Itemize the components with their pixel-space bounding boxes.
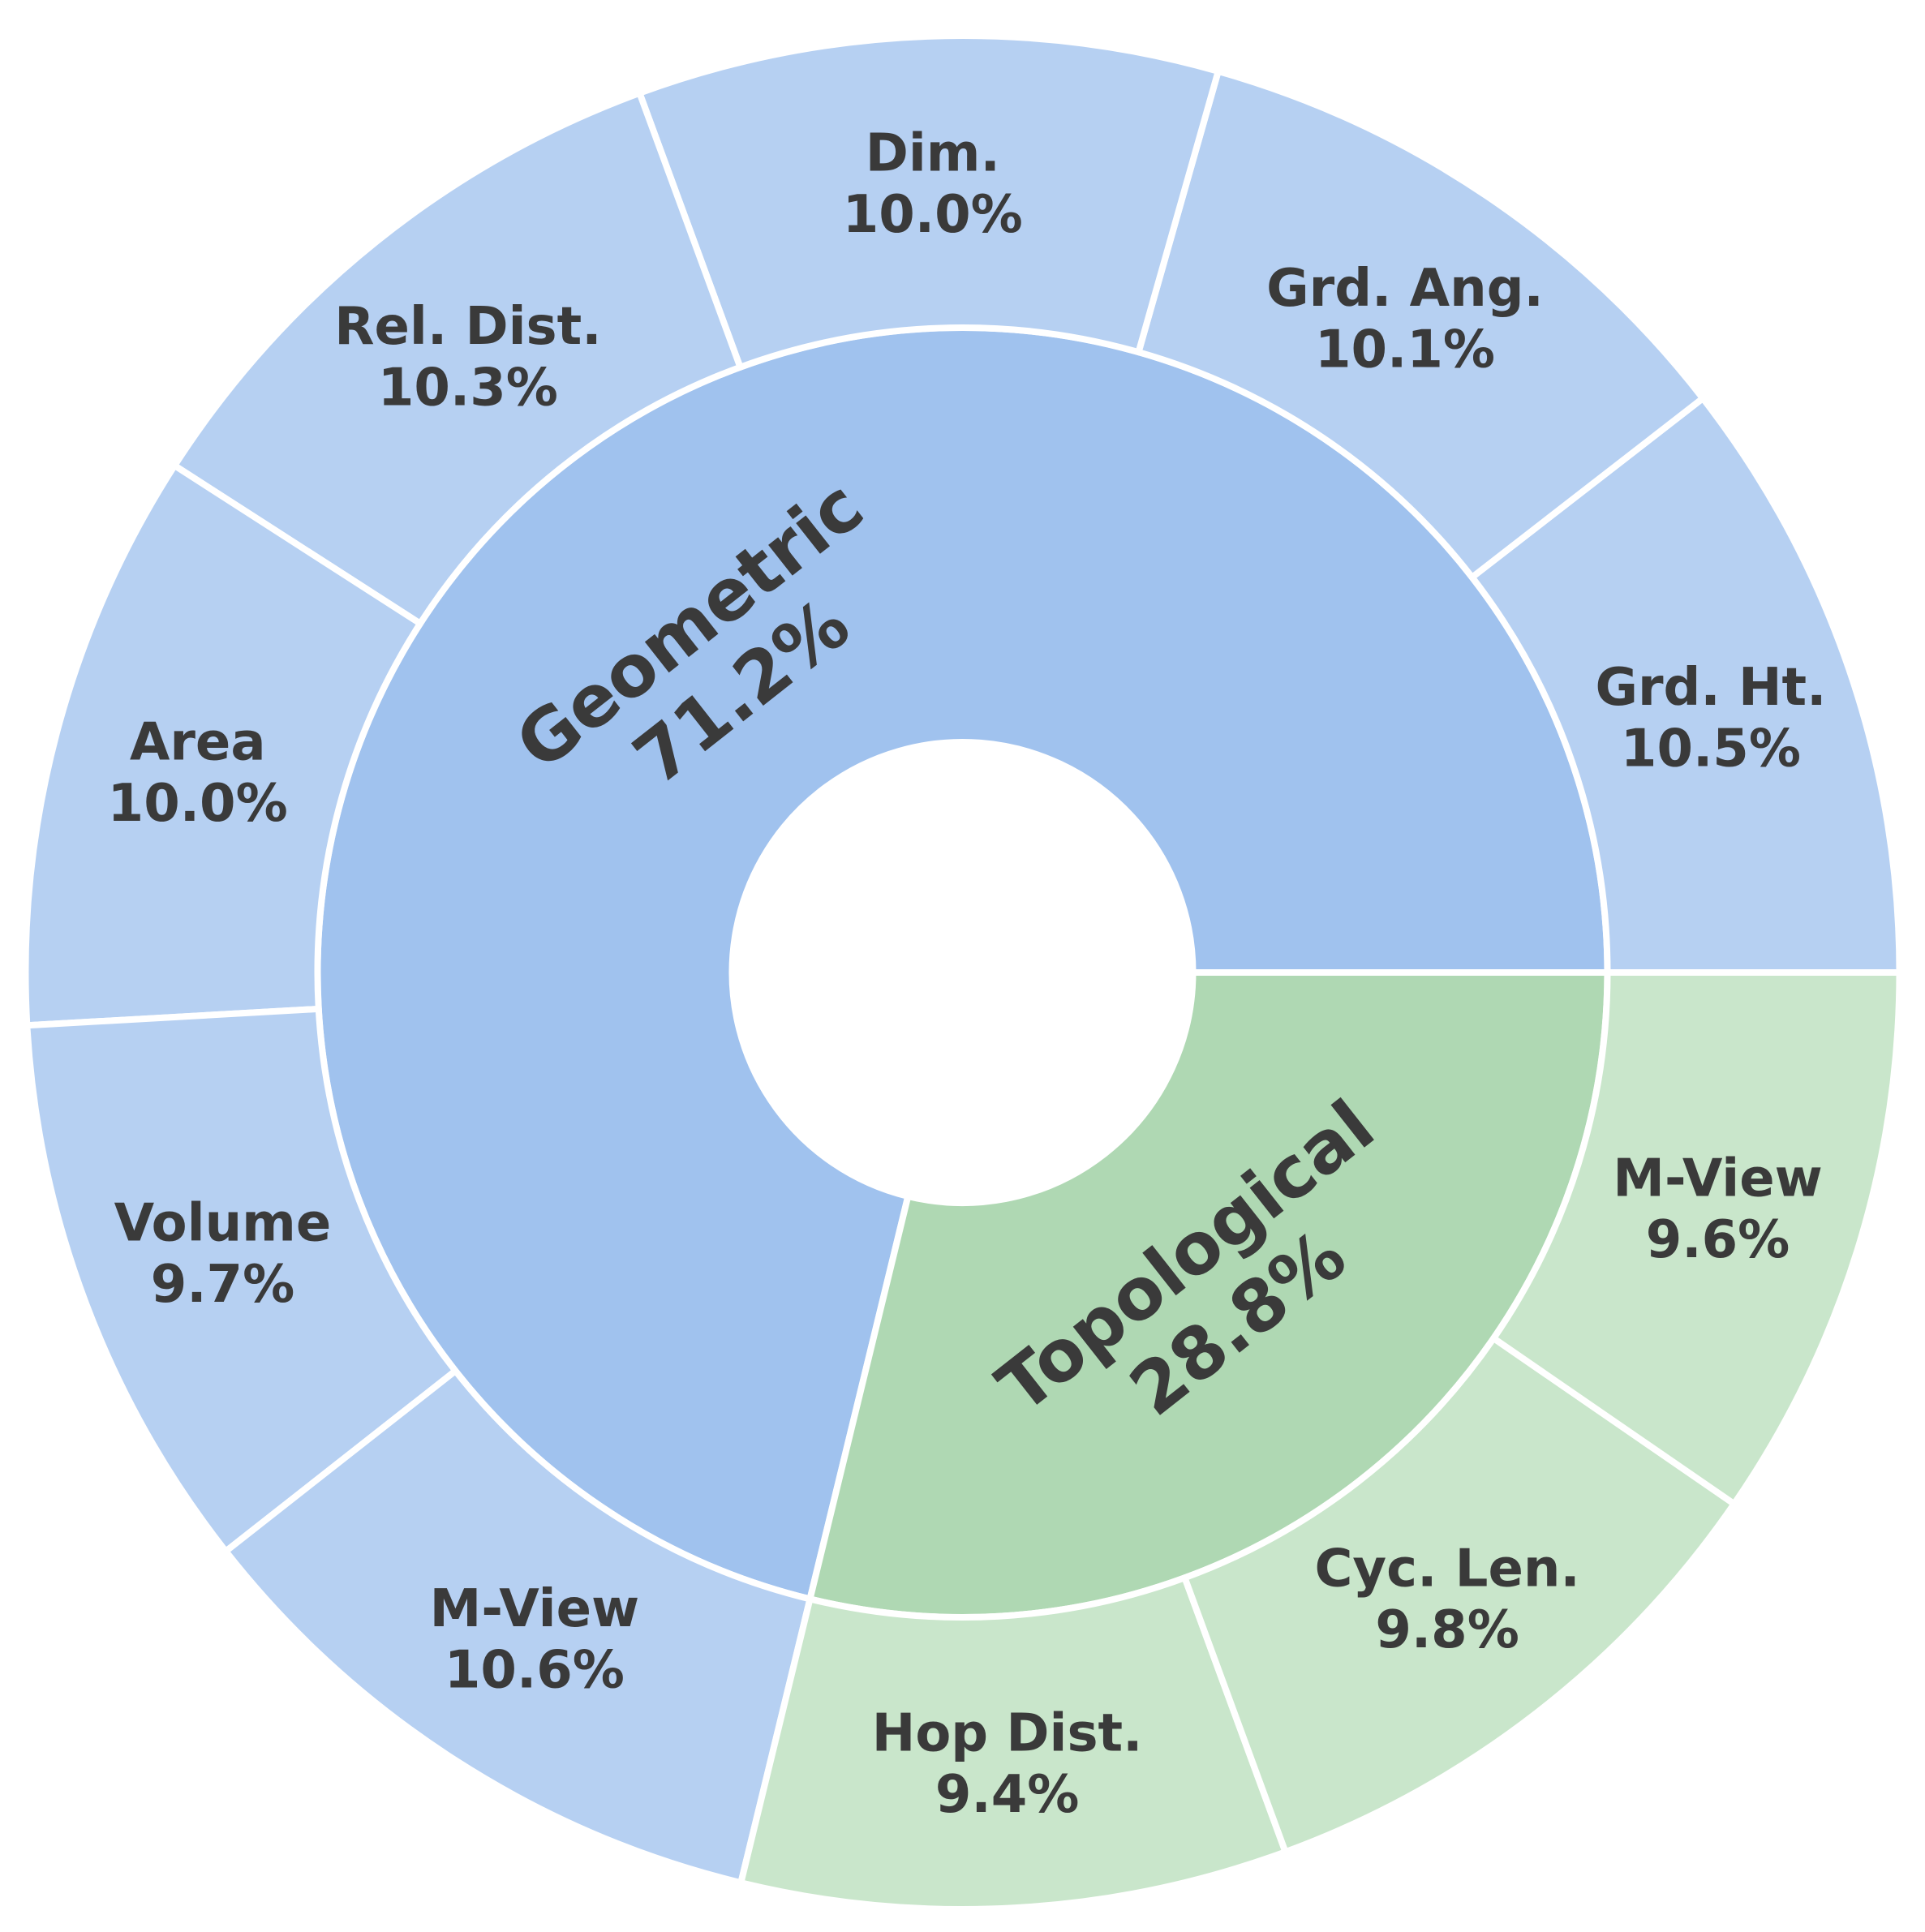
label-topological-cyc-len: Cyc. Len.9.8% — [1314, 1539, 1579, 1660]
outer-segment-geometric-m-view — [222, 1367, 814, 1887]
outer-segment-geometric-rel-dist — [171, 89, 744, 627]
label-geometric-grd-ang: Grd. Ang.10.1% — [1266, 259, 1544, 380]
outer-segment-topological-hop-dist — [737, 1574, 1289, 1913]
outer-segment-topological-cyc-len — [1181, 1334, 1738, 1856]
label-topological-hop-dist: Hop Dist.9.4% — [872, 1703, 1143, 1825]
label-geometric-grd-ht: Grd. Ht.10.5% — [1595, 658, 1826, 779]
label-geometric-dim: Dim.10.0% — [843, 124, 1023, 246]
outer-segment-topological-m-view — [1490, 969, 1903, 1508]
label-geometric-rel-dist: Rel. Dist.10.3% — [334, 297, 601, 419]
